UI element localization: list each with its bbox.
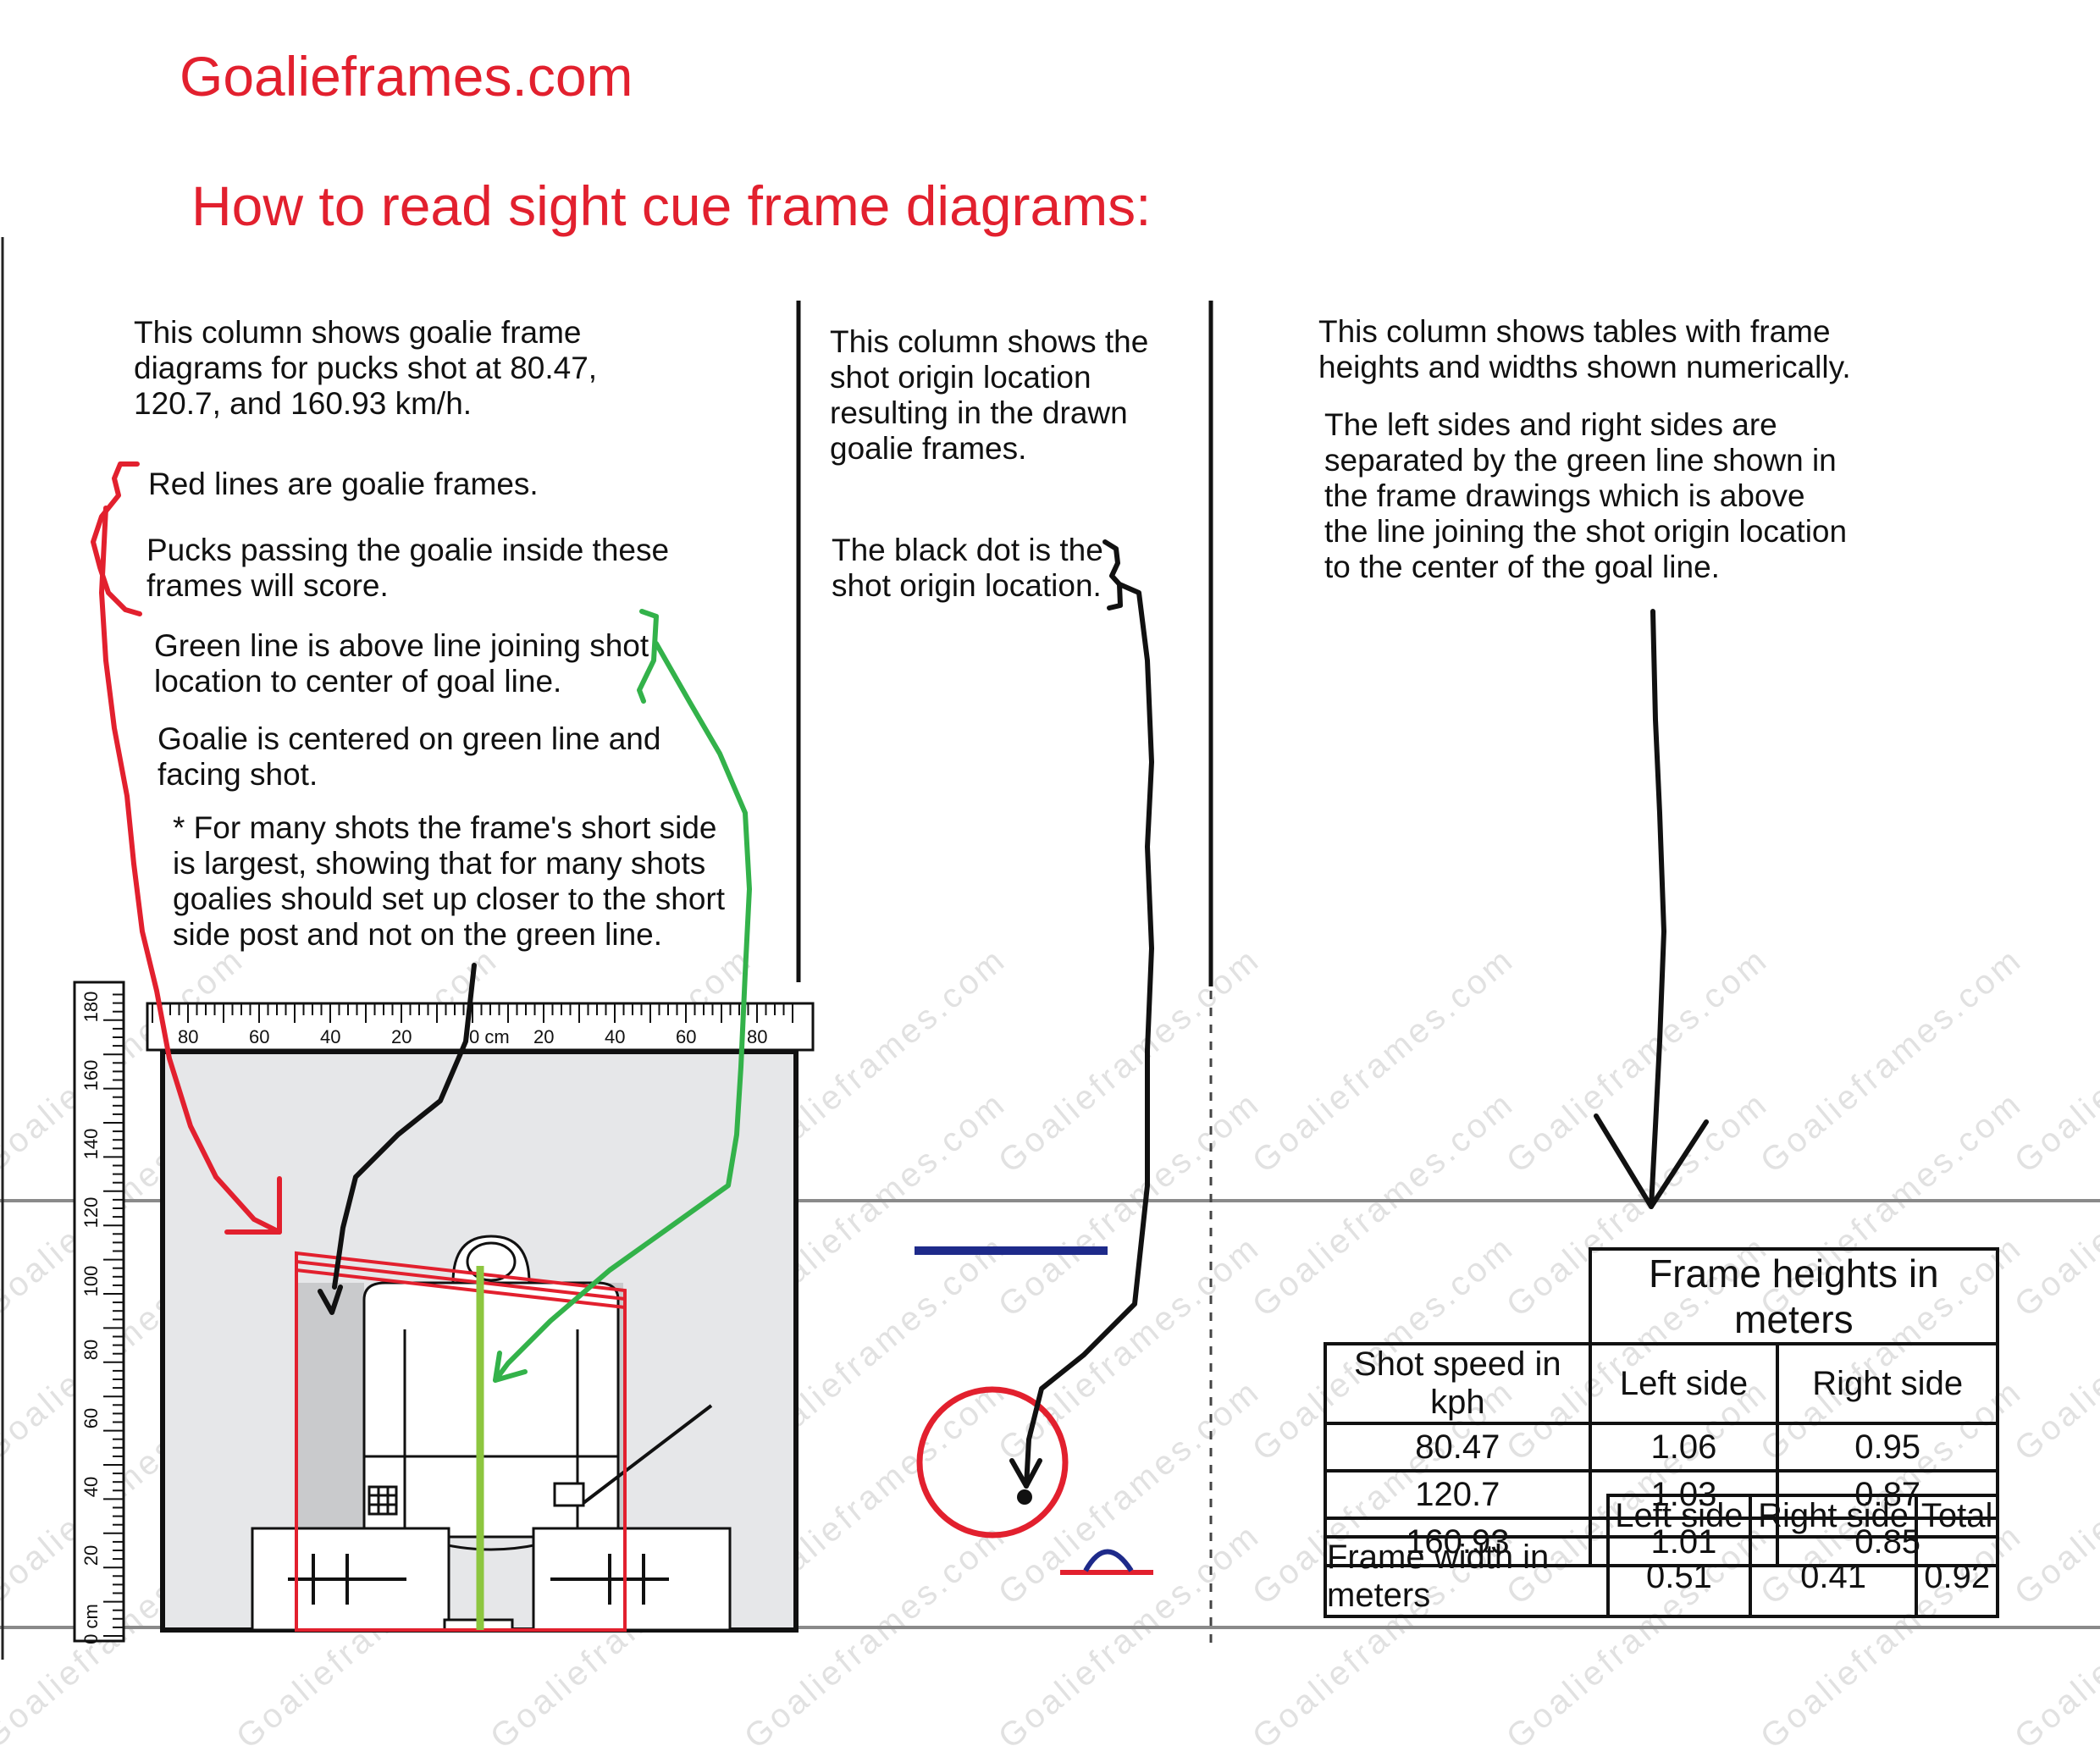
col2-intro: This column shows the shot origin locati… [830,324,1149,466]
speed-cell: 80.47 [1324,1422,1592,1472]
ruler-h-label: 80 [178,1026,198,1047]
col1-green-line-note: Green line is above line joining shot lo… [154,628,649,699]
table-corner-cell [1325,1249,1592,1345]
col-header-right: Right side [1776,1342,1999,1425]
ruler-v-label: 60 [80,1408,102,1428]
ruler-v-label: 180 [80,992,102,1023]
green-annotation-arrow [493,609,752,1383]
width-total-cell: 0.92 [1915,1535,1999,1618]
blocker-grid-icon [368,1485,398,1516]
right-height-cell: 0.95 [1776,1422,1999,1472]
site-name: Goalieframes.com [180,45,633,108]
horizontal-ruler-ticks: 80 60 40 20 0 cm 20 40 60 80 [152,1004,793,1047]
goalie-frame-area-left [296,1283,364,1537]
width-row-label: Frame width in meters [1324,1535,1610,1618]
goalie-body-lines [364,1329,618,1533]
width-col-header-right: Right side [1748,1494,1919,1539]
goal-crease-arc [1083,1549,1134,1572]
ruler-h-label: 20 [533,1026,554,1047]
page-heading: How to read sight cue frame diagrams: [191,174,1152,237]
ruler-h-label: 60 [676,1026,696,1047]
ruler-h-label: 60 [249,1026,269,1047]
ruler-v-label: 40 [80,1477,102,1497]
col3-sides-note: The left sides and right sides are separ… [1324,407,1848,584]
ruler-v-label: 0 cm [80,1604,102,1644]
width-col-header-total: Total [1915,1494,1999,1539]
ruler-h-label: 80 [747,1026,767,1047]
diagram-graphics: 80 60 40 20 0 cm 20 40 60 80 0 cm 20 40 60 80 100 120 1… [0,237,2100,1660]
width-left-cell: 0.51 [1606,1535,1752,1618]
col-header-speed: Shot speed in kph [1324,1342,1592,1425]
ruler-h-label: 40 [320,1026,340,1047]
col1-short-side-note: * For many shots the frame's short side … [173,810,725,952]
table-corner-cell [1325,1495,1610,1539]
ruler-v-label: 20 [80,1545,102,1566]
col1-pucks-note: Pucks passing the goalie inside these fr… [146,533,670,603]
ruler-h-label: 0 cm [469,1026,510,1047]
ruler-v-label: 140 [80,1129,102,1160]
faceoff-circle [916,1386,1069,1539]
width-col-header-left: Left side [1606,1494,1752,1539]
table-row: Frame width in meters 0.51 0.41 0.92 [1324,1535,1999,1618]
vertical-ruler-ticks: 0 cm 20 40 60 80 100 120 140 160 180 [80,992,124,1644]
width-right-cell: 0.41 [1748,1535,1919,1618]
frame-width-table: Left side Right side Total Frame width i… [1324,1494,1999,1618]
ruler-v-label: 160 [80,1060,102,1091]
col1-red-lines-note: Red lines are goalie frames. [148,467,539,501]
frame-heights-title: Frame heights in meters [1588,1247,2000,1345]
col1-intro: This column shows goalie frame diagrams … [134,315,598,421]
horizontal-ruler [146,1002,815,1052]
left-height-cell: 1.06 [1588,1422,1780,1472]
col3-intro: This column shows tables with frame heig… [1318,314,1851,384]
glove-icon [553,1482,585,1507]
ruler-v-label: 120 [80,1197,102,1229]
col2-black-dot-note: The black dot is the shot origin locatio… [832,533,1103,603]
ruler-v-label: 100 [80,1266,102,1297]
col-header-left: Left side [1588,1342,1780,1425]
shot-origin-dot [1017,1489,1032,1505]
table-row: 80.47 1.06 0.95 [1324,1422,1999,1472]
red-annotation-arrow [91,461,282,1235]
ruler-h-label: 40 [605,1026,625,1047]
col1-goalie-centered-note: Goalie is centered on green line and fac… [158,721,661,792]
black-annotation-arrow [318,539,1709,1489]
goalie-figure [251,1235,732,1632]
ruler-h-label: 20 [391,1026,412,1047]
ruler-v-label: 80 [80,1340,102,1360]
